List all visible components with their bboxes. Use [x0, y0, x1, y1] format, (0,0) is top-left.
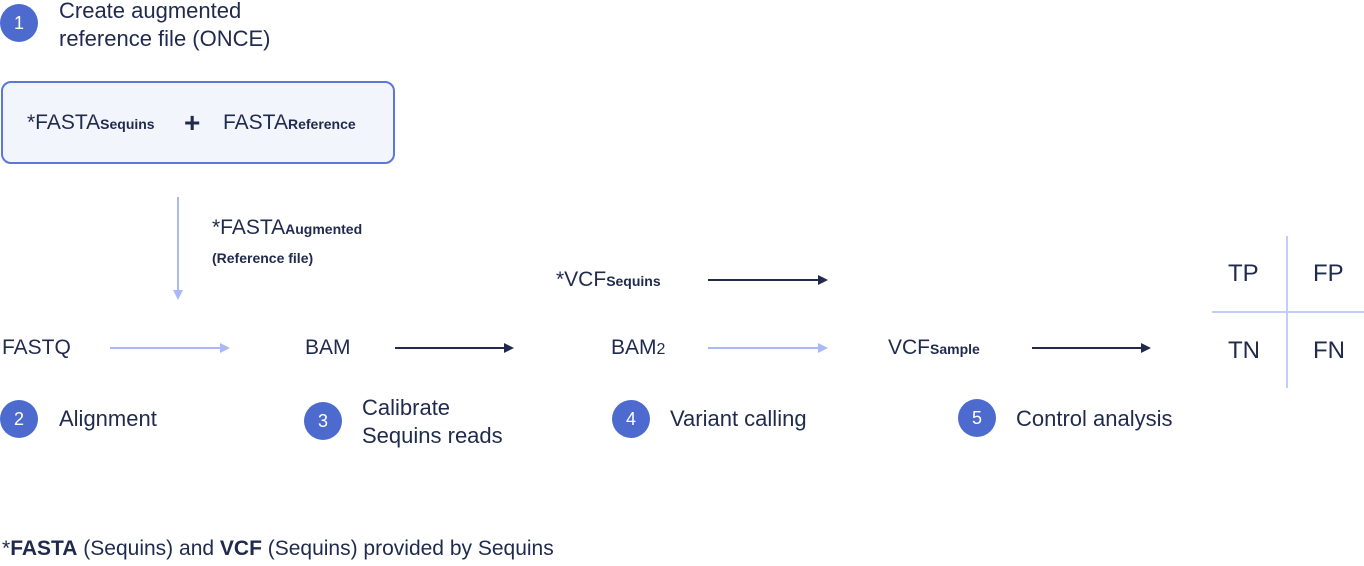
- bam2-sub: 2: [656, 341, 666, 358]
- matrix-fp: FP: [1313, 260, 1344, 287]
- fasta-sequins-main: *FASTA: [27, 111, 101, 134]
- fasta-augmented: *FASTAAugmented: [212, 216, 362, 240]
- matrix-tn: TN: [1228, 337, 1260, 364]
- vcf-sequins-main: *VCF: [556, 268, 607, 291]
- fasta-reference: FASTAReference: [223, 111, 356, 135]
- fasta-sequins-sub: Sequins: [100, 116, 155, 132]
- plus-icon: +: [184, 107, 201, 138]
- step-1-line-2: reference file (ONCE): [59, 26, 271, 51]
- vcf-sample-main: VCF: [888, 336, 930, 359]
- footer-vcf: VCF: [219, 537, 262, 560]
- step-3-line-2: Sequins reads: [362, 423, 503, 448]
- step-3-badge: 3: [304, 402, 342, 440]
- reference-box: [1, 81, 395, 164]
- step-4-label: Variant calling: [670, 406, 807, 431]
- bam2-main: BAM: [611, 336, 657, 359]
- footer-text-2: (Sequins) provided by Sequins: [261, 537, 554, 560]
- bam-label: BAM: [305, 336, 351, 359]
- step-3-line-1: Calibrate: [362, 395, 451, 420]
- vcf-sample-label: VCFSample: [888, 336, 980, 360]
- step-2-badge: 2: [0, 400, 38, 438]
- fasta-augmented-main: *FASTA: [212, 216, 286, 239]
- fastq-label: FASTQ: [2, 336, 71, 359]
- footer-note: *FASTA (Sequins) and VCF (Sequins) provi…: [2, 537, 554, 561]
- footer-asterisk: *: [2, 537, 11, 560]
- fasta-sequins: *FASTASequins: [27, 111, 155, 135]
- footer-text-1: (Sequins) and: [77, 537, 220, 560]
- step-5-label: Control analysis: [1016, 406, 1173, 431]
- fasta-reference-sub: Reference: [287, 116, 356, 132]
- vcf-sample-sub: Sample: [930, 341, 980, 357]
- footer-fasta: FASTA: [10, 537, 78, 560]
- step-1-line-1: Create augmented: [59, 0, 242, 23]
- matrix-fn: FN: [1313, 337, 1345, 364]
- fasta-reference-main: FASTA: [223, 111, 288, 134]
- step-2-label: Alignment: [59, 406, 157, 431]
- step-4-badge: 4: [612, 400, 650, 438]
- vcf-sequins: *VCFSequins: [556, 268, 661, 292]
- step-5-badge: 5: [958, 399, 996, 437]
- bam2-label: BAM2: [611, 336, 665, 360]
- step-1-badge: 1: [0, 4, 38, 42]
- vcf-sequins-sub: Sequins: [606, 273, 661, 289]
- matrix-tp: TP: [1228, 260, 1259, 287]
- fasta-augmented-note: (Reference file): [212, 250, 314, 266]
- fasta-augmented-sub: Augmented: [285, 221, 363, 237]
